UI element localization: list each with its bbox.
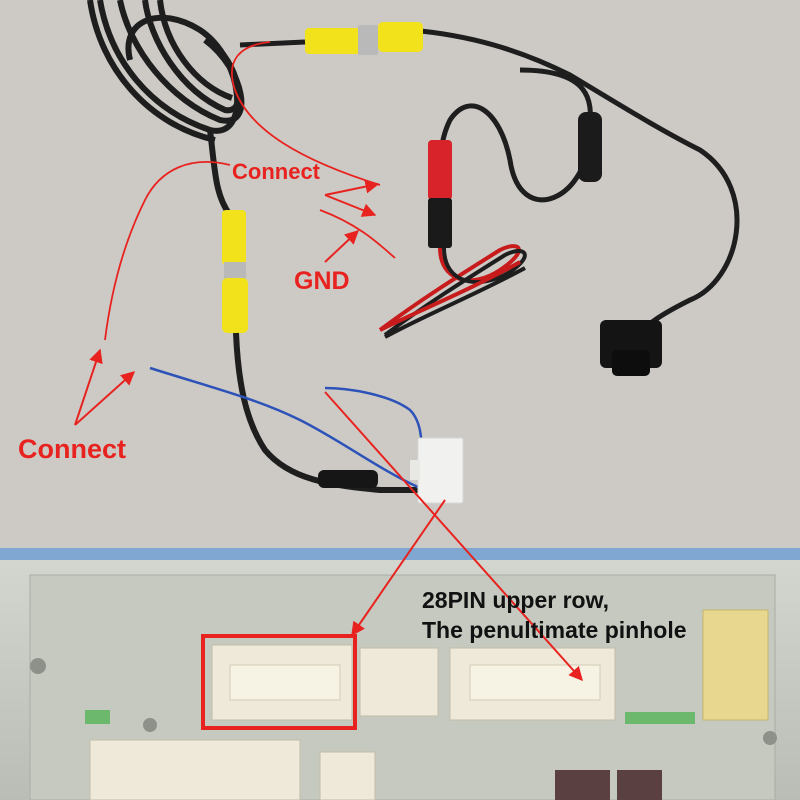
head-unit-icon	[0, 548, 800, 800]
annotation-arrows	[74, 179, 583, 682]
red-rca-plug-icon	[428, 140, 452, 248]
arrow-connect-top-1	[324, 179, 380, 196]
rca-plug-icon	[239, 22, 423, 55]
connect-label-left: Connect	[18, 434, 126, 464]
arrow-pin-to-pinhole	[324, 391, 583, 682]
video-rca-plug-icon	[222, 210, 420, 493]
camera-icon	[600, 320, 662, 376]
arrow-connector-to-box	[351, 499, 446, 637]
arrow-connect-left-1	[74, 348, 103, 426]
power-wire	[378, 244, 527, 339]
highlight-box	[201, 634, 357, 730]
coiled-cable	[87, 0, 245, 217]
connect-label-top: Connect	[232, 159, 320, 184]
inline-module	[578, 112, 602, 182]
pin-instruction-line-1: 28PIN upper row,	[422, 587, 610, 613]
arrow-gnd	[324, 230, 360, 263]
gnd-label: GND	[294, 267, 350, 295]
trigger-cable	[437, 67, 593, 203]
arrow-connect-top-2	[324, 194, 377, 217]
camera-cable	[409, 27, 740, 341]
wiring-connector-icon	[410, 437, 464, 504]
pin-instruction: 28PIN upper row, The penultimate pinhole	[422, 585, 687, 645]
thin-red-wires	[104, 41, 396, 341]
pin-instruction-line-2: The penultimate pinhole	[422, 617, 687, 643]
arrow-connect-left-2	[74, 371, 136, 426]
